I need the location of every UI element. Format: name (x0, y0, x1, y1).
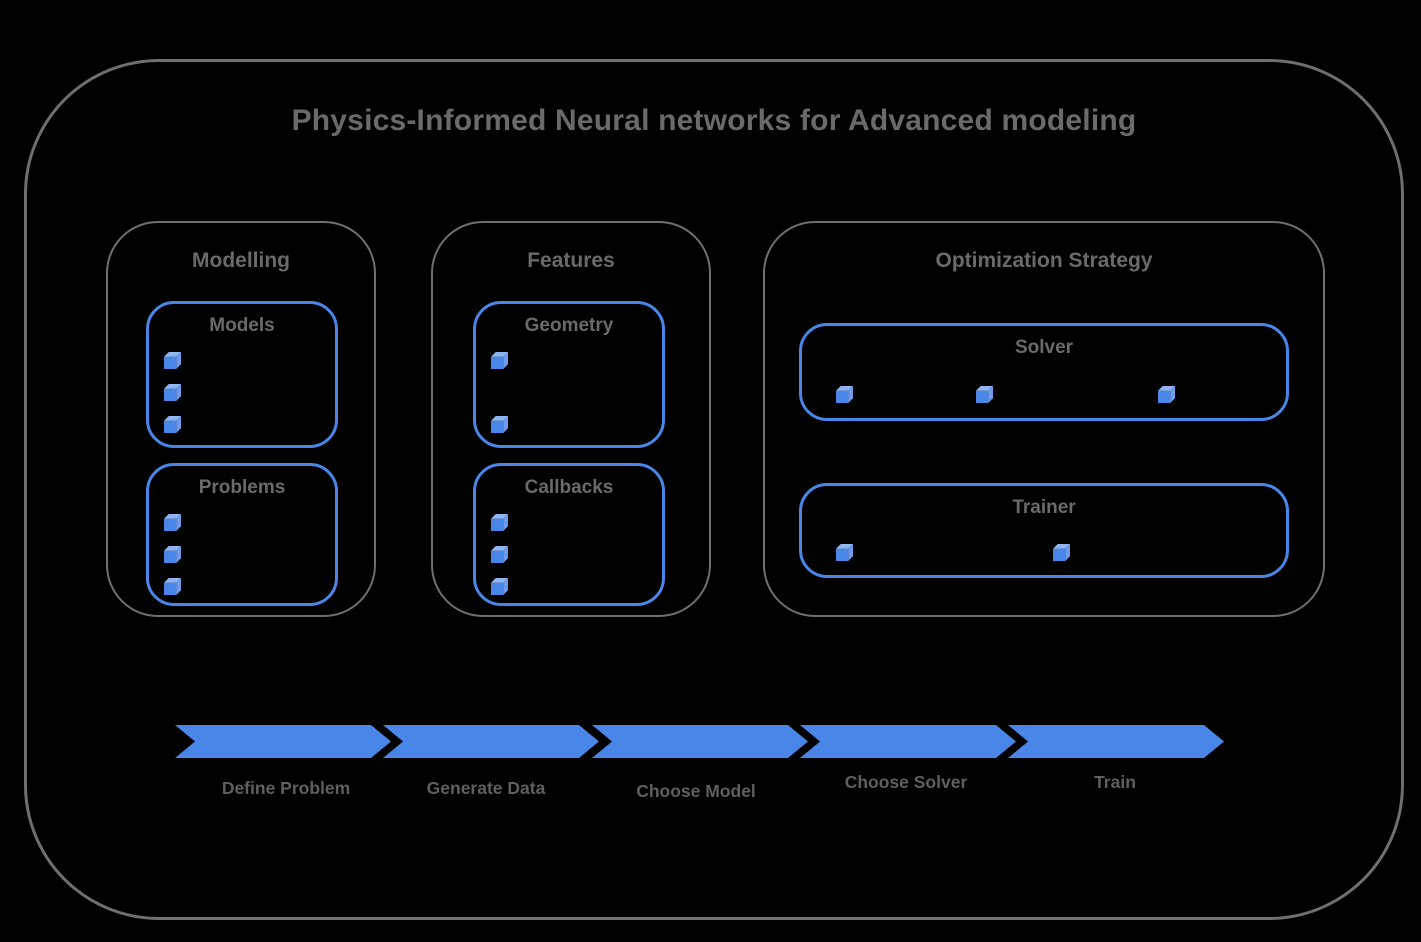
pipeline-step-label: Define Problem (221, 778, 351, 798)
cube-bullet-icon (836, 544, 853, 561)
geometry-bullet-list (491, 352, 508, 433)
cube-bullet-icon (491, 514, 508, 531)
cube-bullet-icon (164, 514, 181, 531)
cube-bullet-icon (164, 352, 181, 369)
pipeline-arrow-train (1008, 725, 1224, 758)
card-trainer-title: Trainer (1012, 497, 1076, 518)
cube-bullet-icon (1158, 386, 1175, 403)
group-features-title: Features (527, 249, 615, 272)
card-geometry-title: Geometry (524, 315, 614, 336)
group-optimization-title: Optimization Strategy (935, 249, 1153, 272)
callbacks-bullet-list (491, 514, 508, 595)
card-problems: Problems (146, 463, 338, 606)
cube-bullet-icon (164, 384, 181, 401)
problems-bullet-list (164, 514, 181, 595)
cube-bullet-icon (491, 352, 508, 369)
pipeline-step-label: Train (1094, 772, 1136, 792)
pipeline-arrow-choose-solver (800, 725, 1016, 758)
card-trainer: Trainer (799, 483, 1289, 578)
card-solver-title: Solver (1014, 337, 1074, 358)
group-features: Features Geometry Callbacks (431, 221, 711, 617)
cube-bullet-icon (491, 416, 508, 433)
card-geometry: Geometry (473, 301, 665, 448)
card-models: Models (146, 301, 338, 448)
pipeline-step-label: Choose Model (636, 781, 756, 801)
cube-bullet-icon (836, 386, 853, 403)
pipeline-arrow-choose-model (592, 725, 808, 758)
card-callbacks: Callbacks (473, 463, 665, 606)
group-modelling: Modelling Models Problems (106, 221, 376, 617)
trainer-bullet-list (802, 486, 1286, 575)
cube-bullet-icon (164, 578, 181, 595)
card-problems-title: Problems (198, 477, 286, 498)
group-modelling-title: Modelling (192, 249, 290, 272)
cube-bullet-icon (976, 386, 993, 403)
card-solver: Solver (799, 323, 1289, 421)
pipeline-arrow-define-problem (175, 725, 391, 758)
cube-bullet-icon (491, 578, 508, 595)
pipeline-step-label: Generate Data (426, 778, 546, 798)
cube-bullet-icon (164, 416, 181, 433)
card-models-title: Models (209, 315, 275, 336)
card-callbacks-title: Callbacks (524, 477, 614, 498)
models-bullet-list (164, 352, 181, 433)
diagram-title: Physics-Informed Neural networks for Adv… (291, 104, 1137, 137)
group-optimization-strategy: Optimization Strategy Solver Trainer (763, 221, 1325, 617)
cube-bullet-icon (164, 546, 181, 563)
pipeline-arrow-generate-data (383, 725, 599, 758)
outer-frame: Physics-Informed Neural networks for Adv… (24, 59, 1404, 920)
solver-bullet-list (802, 326, 1286, 418)
cube-bullet-icon (1053, 544, 1070, 561)
pipeline-step-label: Choose Solver (844, 772, 968, 792)
cube-bullet-icon (491, 546, 508, 563)
